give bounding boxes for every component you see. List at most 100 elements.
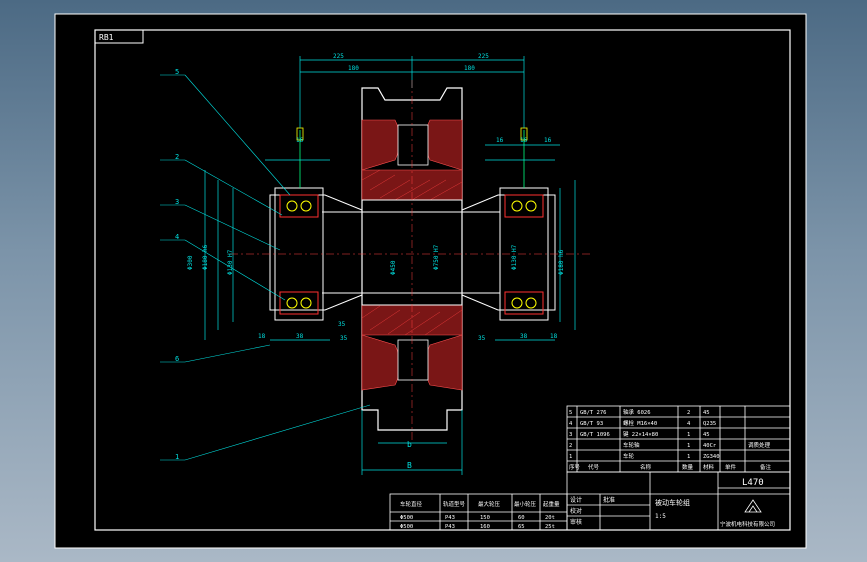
svg-text:最大轮压: 最大轮压 <box>478 500 501 508</box>
dim-small-1: 16 <box>296 137 304 144</box>
balloon-numbers: 5 2 3 4 6 1 <box>175 68 179 461</box>
svg-text:65: 65 <box>518 524 525 530</box>
dim-v-1: Φ300 <box>187 255 194 270</box>
dim-side-3: 35 <box>478 335 486 342</box>
svg-text:5: 5 <box>569 410 572 416</box>
svg-text:45: 45 <box>703 432 710 438</box>
leader-lines <box>160 74 371 461</box>
svg-text:序号: 序号 <box>569 463 581 471</box>
balloon-5: 5 <box>175 68 179 76</box>
sheet-tag: RB1 <box>99 33 114 42</box>
balloon-3: 3 <box>175 198 179 206</box>
dim-side-1: 35 <box>338 321 346 328</box>
balloon-4: 4 <box>175 233 179 241</box>
company-name: 宁波机电科技有限公司 <box>720 520 775 528</box>
svg-text:单件: 单件 <box>725 463 737 471</box>
svg-text:45: 45 <box>703 410 710 416</box>
svg-text:GB/T 276: GB/T 276 <box>580 410 607 416</box>
svg-text:1: 1 <box>687 443 690 449</box>
svg-text:代号: 代号 <box>588 463 600 471</box>
dim-small-4: 16 <box>544 137 552 144</box>
svg-text:P43: P43 <box>445 515 455 521</box>
svg-text:调质处理: 调质处理 <box>748 441 771 449</box>
title-block <box>566 471 791 531</box>
dim-bottom-2: 38 <box>296 333 304 340</box>
axle <box>269 194 556 311</box>
svg-text:25t: 25t <box>545 524 555 530</box>
svg-text:审核: 审核 <box>570 518 582 526</box>
svg-text:备注: 备注 <box>760 463 772 471</box>
svg-text:批准: 批准 <box>603 496 615 504</box>
company-logo <box>744 499 762 513</box>
svg-text:1: 1 <box>687 432 690 438</box>
svg-text:P43: P43 <box>445 524 455 530</box>
dim-B: B <box>407 461 412 470</box>
svg-text:Q235: Q235 <box>703 421 716 427</box>
right-bearing-housing <box>499 127 549 321</box>
svg-text:1: 1 <box>687 454 690 460</box>
spec-table <box>389 493 568 531</box>
svg-text:20t: 20t <box>545 515 555 521</box>
spec-table-texts: 车轮直径 轨道型号 最大轮压 最小轮压 起重量 Φ500 P43 150 60 … <box>400 500 560 530</box>
svg-text:40Cr: 40Cr <box>703 443 717 449</box>
svg-text:键 22×14×80: 键 22×14×80 <box>623 430 658 438</box>
dim-small-2: 16 <box>496 137 504 144</box>
svg-text:150: 150 <box>480 515 490 521</box>
balloon-1: 1 <box>175 453 179 461</box>
svg-text:3: 3 <box>569 432 572 438</box>
svg-text:Φ500: Φ500 <box>400 515 413 521</box>
svg-text:2: 2 <box>687 410 690 416</box>
dim-v-7: Φ180 h6 <box>558 249 565 275</box>
dim-side-2: 35 <box>340 335 348 342</box>
svg-text:数量: 数量 <box>682 463 694 471</box>
dim-top-3: 180 <box>348 65 359 72</box>
svg-text:轨道型号: 轨道型号 <box>443 500 466 508</box>
svg-text:4: 4 <box>687 421 691 427</box>
title-block-texts: L470 被动车轮组 1:5 宁波机电科技有限公司 设计 校对 审核 批准 <box>570 478 775 528</box>
svg-text:1: 1 <box>569 454 572 460</box>
dim-small-3: 16 <box>520 137 528 144</box>
svg-text:螺栓 M16×40: 螺栓 M16×40 <box>623 419 657 427</box>
dim-v-3: Φ130 H7 <box>227 249 234 275</box>
dim-b: b <box>407 440 412 449</box>
balloon-6: 6 <box>175 355 179 363</box>
svg-text:Φ500: Φ500 <box>400 524 413 530</box>
drawing-name: 被动车轮组 <box>655 498 690 507</box>
svg-text:校对: 校对 <box>570 507 582 515</box>
dim-bottom-4: 18 <box>550 333 558 340</box>
svg-text:车轮轴: 车轮轴 <box>623 441 640 449</box>
svg-text:轴承 6026: 轴承 6026 <box>623 408 651 416</box>
svg-text:设计: 设计 <box>570 496 582 504</box>
svg-text:GB/T 1096: GB/T 1096 <box>580 432 610 438</box>
drawing-sheet <box>54 13 807 549</box>
dim-top-4: 180 <box>464 65 475 72</box>
svg-text:2: 2 <box>569 443 572 449</box>
svg-text:60: 60 <box>518 515 525 521</box>
svg-text:车轮直径: 车轮直径 <box>400 500 423 508</box>
wheel-section <box>361 87 463 431</box>
svg-text:车轮: 车轮 <box>623 452 635 460</box>
dimension-texts: 225 225 180 180 16 16 16 16 18 38 38 18 … <box>258 53 558 470</box>
svg-text:最小轮压: 最小轮压 <box>514 500 537 508</box>
balloon-2: 2 <box>175 153 179 161</box>
drawing-scale: 1:5 <box>655 513 666 520</box>
svg-text:ZG340: ZG340 <box>703 454 720 460</box>
sheet-tag-box <box>94 29 144 44</box>
center-lines <box>230 80 590 440</box>
svg-text:4: 4 <box>569 421 573 427</box>
svg-text:160: 160 <box>480 524 490 530</box>
svg-text:材料: 材料 <box>703 463 715 471</box>
dim-top-1: 225 <box>333 53 344 60</box>
svg-text:GB/T 93: GB/T 93 <box>580 421 603 427</box>
vertical-dimension-texts: Φ300 Φ180 h6 Φ130 H7 Φ450 Φ750 H7 Φ130 H… <box>187 244 565 275</box>
dim-bottom-3: 38 <box>520 333 528 340</box>
svg-text:名称: 名称 <box>640 463 652 471</box>
svg-text:起重量: 起重量 <box>543 500 560 508</box>
dim-v-6: Φ130 H7 <box>511 244 518 270</box>
dim-v-2: Φ180 h6 <box>202 244 209 270</box>
dim-top-2: 225 <box>478 53 489 60</box>
dim-v-4: Φ450 <box>390 260 397 275</box>
drawing-number: L470 <box>742 478 764 488</box>
dim-v-5: Φ750 H7 <box>433 244 440 270</box>
